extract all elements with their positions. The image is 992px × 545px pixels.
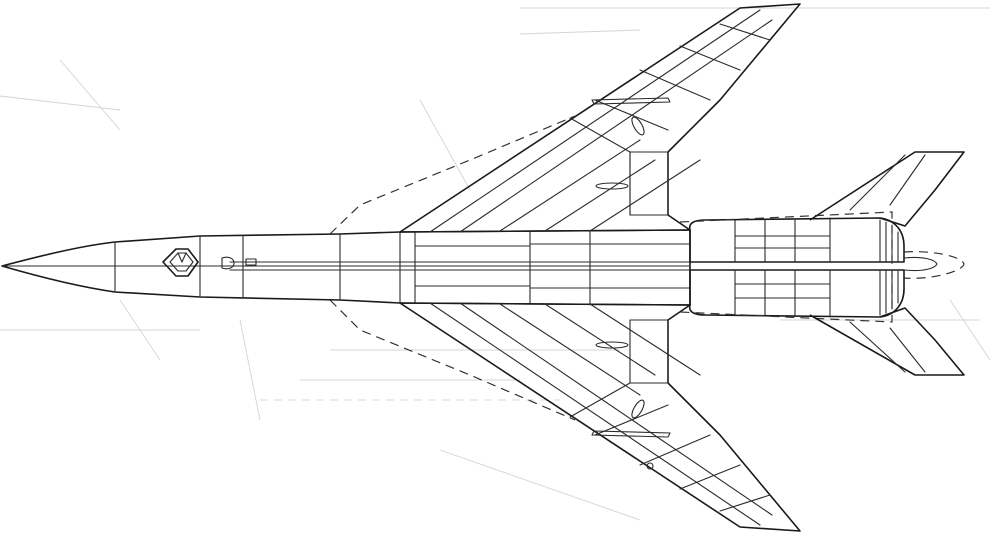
upper-stabilizer (809, 151, 965, 227)
upper-wing (399, 3, 801, 233)
upper-wing-outline (399, 3, 801, 233)
background-ghost-lines (0, 7, 991, 521)
wing-dashed-outline (329, 115, 576, 421)
engine-nacelles (679, 211, 965, 323)
lower-wing-outline (399, 302, 801, 532)
cockpit-canopy (162, 248, 257, 277)
fuselage-outline (1, 229, 691, 306)
tail-stabilizers (809, 151, 965, 376)
lower-wing (399, 302, 801, 532)
lower-stabilizer (809, 307, 965, 376)
fuselage (1, 229, 691, 306)
